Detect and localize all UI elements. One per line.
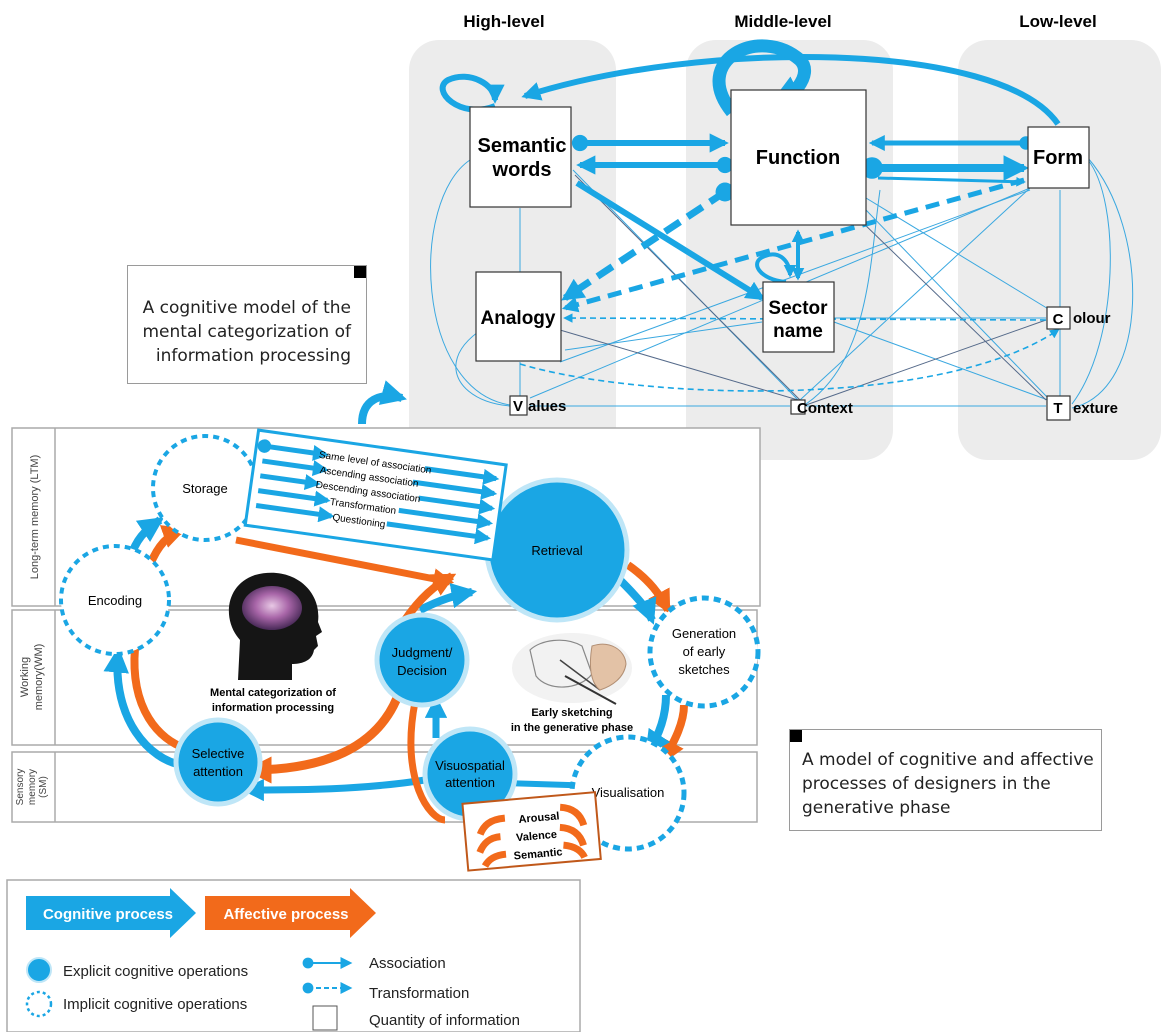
note-designer-line1: A model of cognitive and affective	[802, 750, 1094, 770]
svg-text:Cognitive process: Cognitive process	[43, 906, 173, 923]
svg-text:of early: of early	[683, 644, 726, 659]
svg-text:Arousal: Arousal	[518, 810, 560, 826]
node-judgment-decision: Judgment/ Decision	[374, 612, 470, 708]
top-cognitive-model: High-level Middle-level Low-level	[409, 12, 1161, 460]
note-cognitive-line3: information processing	[155, 346, 351, 366]
svg-text:olour: olour	[1073, 310, 1111, 327]
svg-text:Semantic: Semantic	[478, 135, 567, 157]
legend: Cognitive process Affective process Expl…	[6, 879, 581, 1032]
legend-implicit: Implicit cognitive operations	[25, 990, 247, 1018]
note-designer-line2: processes of designers in the	[802, 774, 1051, 794]
svg-text:Sector: Sector	[768, 298, 828, 319]
svg-text:Valence: Valence	[516, 829, 558, 845]
note-cognitive-line1: A cognitive model of the	[142, 298, 351, 318]
svg-text:Function: Function	[756, 147, 840, 169]
note-designer-line3: generative phase	[802, 798, 951, 818]
node-sector-name: Sector name	[762, 281, 835, 353]
link-arrow	[358, 380, 407, 425]
band-label-ltm: Long-term memory (LTM)	[29, 455, 41, 579]
head-illustration: Mental categorization of information pro…	[210, 572, 336, 714]
column-header-middle: Middle-level	[734, 12, 831, 31]
svg-text:Semantic: Semantic	[513, 846, 563, 862]
band-label-wm-1: Working	[19, 657, 31, 697]
legend-quantity: Quantity of information	[312, 1005, 520, 1031]
svg-text:sketches: sketches	[678, 662, 730, 677]
node-storage: Storage	[151, 434, 259, 542]
svg-text:Visualisation: Visualisation	[592, 785, 665, 800]
svg-text:attention: attention	[445, 775, 495, 790]
svg-text:exture: exture	[1073, 400, 1118, 417]
legend-transformation: Transformation	[302, 982, 469, 1002]
note-cognitive-model: A cognitive model of the mental categori…	[127, 265, 367, 384]
svg-text:Implicit cognitive operations: Implicit cognitive operations	[63, 996, 247, 1013]
svg-text:Analogy: Analogy	[481, 308, 556, 329]
node-encoding: Encoding	[59, 544, 171, 656]
svg-text:Quantity of information: Quantity of information	[369, 1012, 520, 1029]
note-cognitive-line2: mental categorization of	[142, 322, 352, 342]
head-caption-line2: information processing	[212, 702, 334, 714]
node-function: Function	[730, 89, 867, 226]
svg-text:Context: Context	[797, 400, 853, 417]
affect-box: Arousal Valence Semantic	[461, 791, 602, 872]
thin-connectors	[430, 157, 1134, 409]
sketch-illustration: Early sketching in the generative phase	[511, 633, 633, 734]
svg-text:Decision: Decision	[397, 663, 447, 678]
node-values: V alues	[509, 395, 566, 416]
self-loop-semantic	[439, 73, 505, 113]
svg-text:alues: alues	[528, 398, 566, 415]
bottom-process-model: Long-term memory (LTM) Working memory(WM…	[11, 427, 761, 872]
column-header-high: High-level	[463, 12, 544, 31]
arc-form-to-semantic	[521, 53, 1061, 126]
svg-text:Form: Form	[1033, 147, 1083, 169]
svg-text:V: V	[513, 398, 523, 415]
svg-text:words: words	[492, 159, 552, 181]
node-semantic-words: Semantic words	[469, 106, 572, 208]
svg-text:Storage: Storage	[182, 481, 228, 496]
svg-text:Encoding: Encoding	[88, 593, 142, 608]
note-marker-icon	[790, 730, 802, 742]
legend-affective-process: Affective process	[205, 888, 376, 938]
band-label-sm-3: (SM)	[38, 776, 49, 798]
svg-text:Association: Association	[369, 955, 446, 972]
svg-text:Affective process: Affective process	[223, 906, 348, 923]
svg-text:Visuospatial: Visuospatial	[435, 758, 505, 773]
band-label-wm-2: memory(WM)	[33, 644, 45, 711]
svg-text:Retrieval: Retrieval	[531, 543, 582, 558]
note-marker-icon	[354, 266, 366, 278]
node-retrieval: Retrieval	[484, 477, 630, 623]
svg-text:T: T	[1053, 400, 1062, 417]
node-form: Form	[1027, 126, 1090, 189]
note-designer-model: A model of cognitive and affective proce…	[789, 729, 1102, 831]
svg-text:C: C	[1053, 311, 1064, 328]
cycle-arrows	[103, 516, 688, 824]
svg-text:attention: attention	[193, 764, 243, 779]
svg-text:name: name	[773, 321, 823, 342]
legend-explicit: Explicit cognitive operations	[26, 957, 248, 983]
svg-text:Generation: Generation	[672, 626, 736, 641]
association-types-box: Same level of association Ascending asso…	[243, 428, 508, 562]
node-texture: T exture	[1046, 395, 1118, 421]
node-analogy: Analogy	[475, 271, 562, 362]
node-generation: Generation of early sketches	[647, 595, 761, 709]
svg-text:Transformation: Transformation	[369, 985, 469, 1002]
node-visuospatial-attention: Visuospatial attention	[422, 726, 518, 822]
band-label-sm-2: memory	[27, 769, 38, 805]
head-caption-line1: Mental categorization of	[210, 687, 336, 699]
svg-text:Judgment/: Judgment/	[392, 645, 453, 660]
legend-cognitive-process: Cognitive process	[26, 888, 196, 938]
sketch-caption-line1: Early sketching	[531, 707, 612, 719]
legend-association: Association	[302, 955, 446, 972]
node-context: Context	[790, 399, 853, 417]
svg-text:Explicit cognitive operations: Explicit cognitive operations	[63, 963, 248, 980]
sketch-caption-line2: in the generative phase	[511, 722, 633, 734]
column-header-low: Low-level	[1019, 12, 1096, 31]
svg-text:Selective: Selective	[192, 746, 245, 761]
self-loop-sector	[755, 252, 797, 284]
node-visualisation: Visualisation	[569, 734, 687, 852]
node-colour: C olour	[1046, 306, 1111, 330]
band-label-sm-1: Sensory	[15, 769, 26, 806]
node-selective-attention: Selective attention	[173, 717, 263, 807]
